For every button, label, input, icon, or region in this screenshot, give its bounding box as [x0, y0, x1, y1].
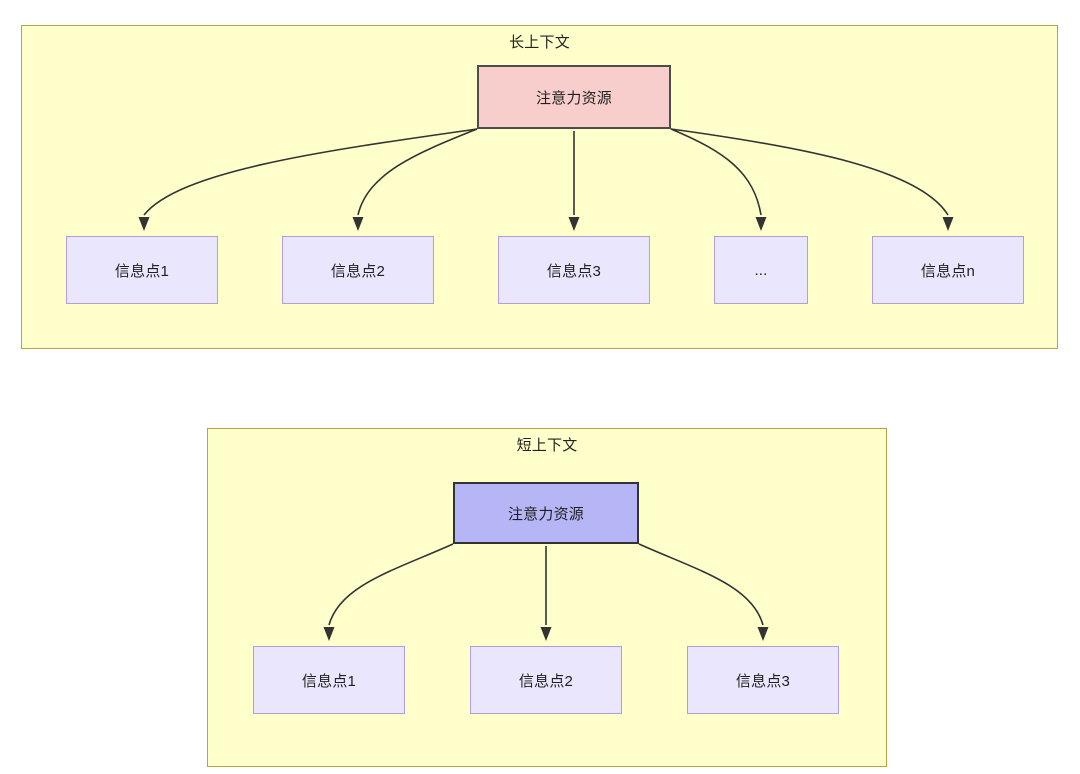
node-label: 信息点n	[920, 262, 976, 280]
node-label: 注意力资源	[535, 89, 612, 107]
group-short-context: 短上下文	[207, 428, 887, 767]
node-info-point-n-long[interactable]: 信息点n	[872, 236, 1024, 304]
node-info-point-2-long[interactable]: 信息点2	[282, 236, 434, 304]
node-attention-resource-long[interactable]: 注意力资源	[477, 65, 671, 129]
node-info-point-1-short[interactable]: 信息点1	[253, 646, 405, 714]
node-label: 信息点3	[546, 262, 602, 280]
node-attention-resource-short[interactable]: 注意力资源	[453, 482, 639, 544]
node-info-point-2-short[interactable]: 信息点2	[470, 646, 622, 714]
node-label: 信息点1	[301, 672, 357, 690]
node-label: 注意力资源	[507, 505, 584, 523]
group-short-context-title: 短上下文	[516, 437, 578, 454]
group-long-context-title: 长上下文	[509, 34, 570, 51]
node-info-point-3-short[interactable]: 信息点3	[687, 646, 839, 714]
node-label: 信息点3	[735, 672, 791, 690]
node-label: 信息点2	[330, 262, 386, 280]
node-label: ...	[754, 261, 768, 279]
node-info-point-ellipsis-long[interactable]: ...	[714, 236, 808, 304]
node-label: 信息点2	[518, 672, 574, 690]
node-label: 信息点1	[114, 262, 170, 280]
node-info-point-3-long[interactable]: 信息点3	[498, 236, 650, 304]
node-info-point-1-long[interactable]: 信息点1	[66, 236, 218, 304]
